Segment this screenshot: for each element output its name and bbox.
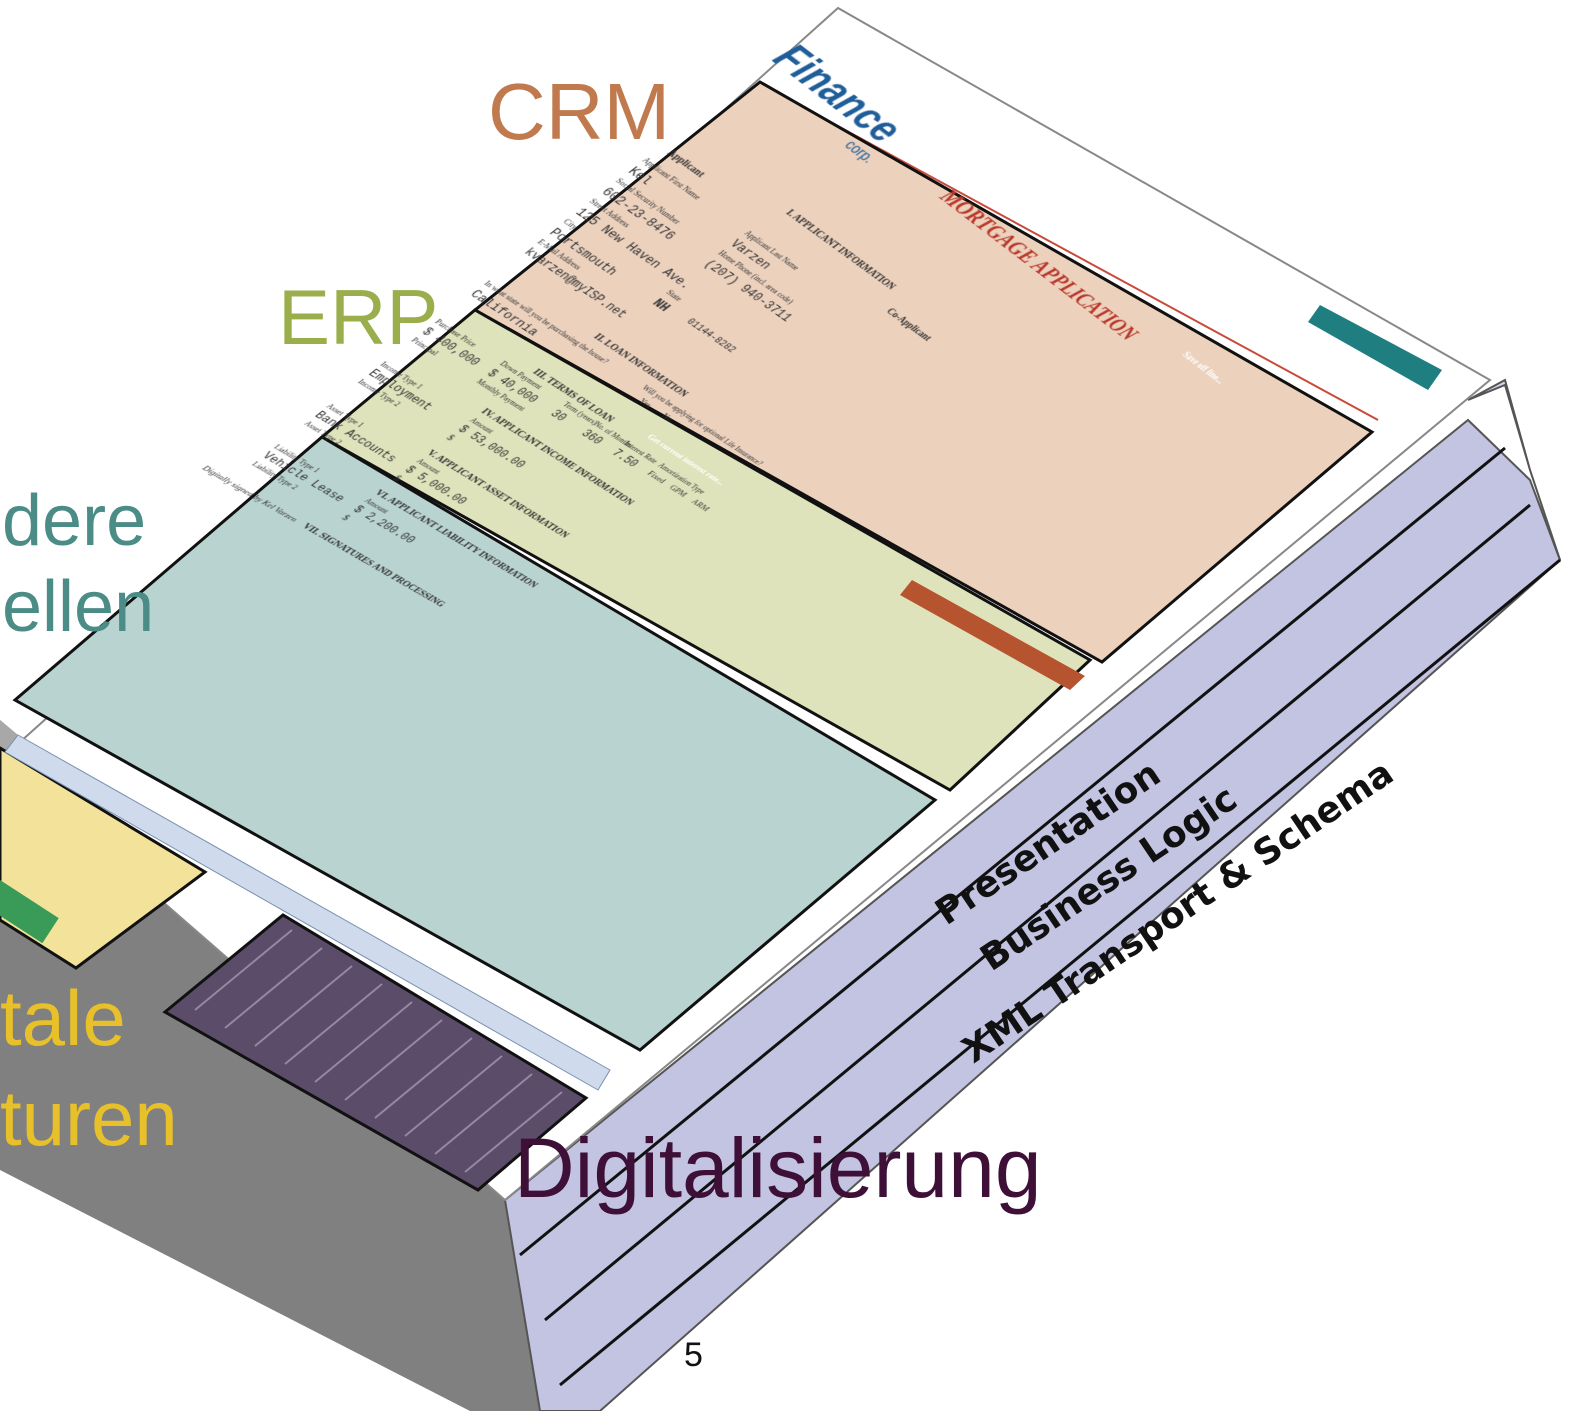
crm-region: [472, 80, 1375, 664]
signatures-band: [4, 734, 611, 1091]
signature-region: [0, 746, 208, 970]
erp-label: ERP: [278, 273, 439, 361]
layer-divider-2: [544, 503, 1531, 1322]
crm-label: CRM: [488, 67, 671, 156]
zip-value[interactable]: 01144-8282: [682, 317, 738, 356]
term-value[interactable]: 30: [546, 407, 570, 424]
page-number: 5: [684, 1336, 703, 1374]
save-button-label[interactable]: Save off line...: [1179, 350, 1227, 386]
layer-divider-1: [519, 446, 1506, 1257]
liability-amount-2-value[interactable]: $: [339, 513, 352, 523]
other-sources-label-line-1: dere: [2, 481, 147, 561]
submit-button[interactable]: [0, 880, 59, 944]
barcode-region: [162, 913, 589, 1192]
erp-region: [319, 308, 1093, 792]
section-terms: III. TERMS OF LOAN: [529, 367, 617, 425]
save-offline-button[interactable]: [1308, 305, 1442, 390]
asset-amount-2-value[interactable]: $: [390, 474, 404, 484]
brand-logo: Finance: [762, 36, 912, 151]
digital-signatures-label: tale turen: [0, 968, 178, 1168]
get-interest-rate-button[interactable]: [900, 580, 1085, 690]
insurance-yes[interactable]: Yes: [636, 396, 655, 410]
amortization-arm[interactable]: ARM: [689, 497, 713, 513]
other-sources-label: dere ellen: [0, 478, 154, 650]
section-applicant-info: I. APPLICANT INFORMATION: [782, 207, 898, 292]
other-sources-label-line-2: ellen: [2, 567, 155, 647]
header-rule-top: [789, 99, 1379, 421]
state-value[interactable]: NH: [648, 296, 674, 315]
layer-divider-3: [559, 558, 1561, 1387]
insurance-question: Will you be applying for optional Life I…: [639, 383, 765, 468]
digitalization-label: Digitalisierung: [514, 1121, 1042, 1215]
insurance-no[interactable]: No: [659, 411, 676, 423]
digital-signatures-label-line-1: tale: [0, 974, 126, 1062]
income-amount-2-value[interactable]: $: [443, 433, 457, 443]
other-sources-region: [12, 435, 938, 1052]
digital-signatures-label-line-2: turen: [0, 1074, 178, 1162]
coapplicant-header: Co-Applicant: [883, 306, 934, 344]
barcode-pattern: [194, 929, 563, 1173]
section-signatures: VII. SIGNATURES AND PROCESSING: [299, 521, 448, 609]
